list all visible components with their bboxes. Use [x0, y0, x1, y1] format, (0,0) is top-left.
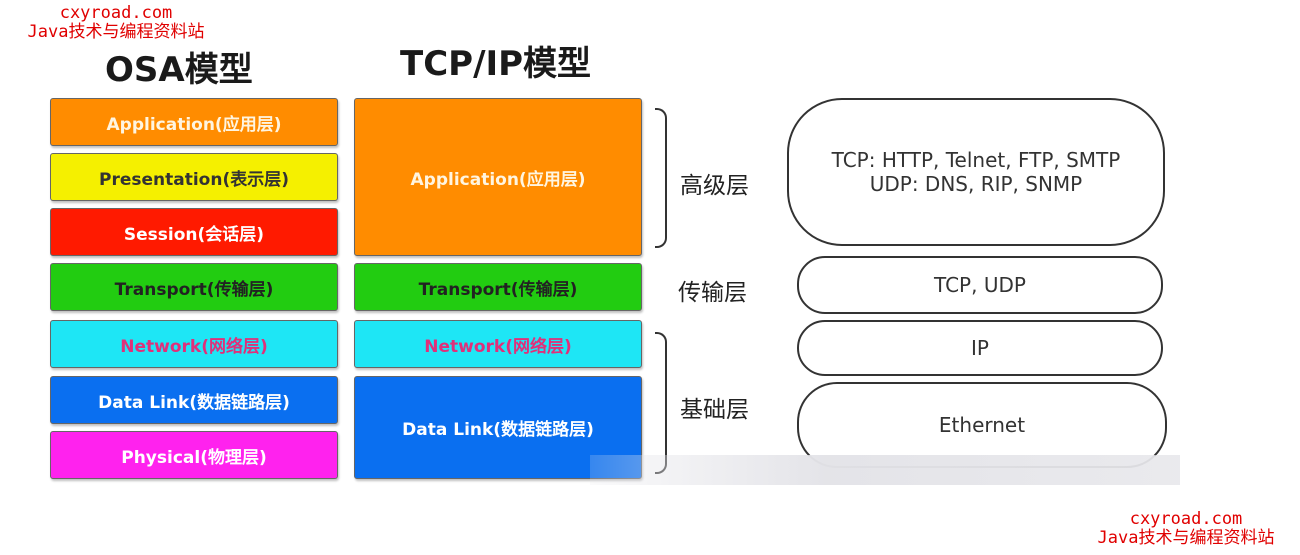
group-high-label: 高级层	[680, 173, 749, 199]
osi-layer-physical: Physical(物理层)	[50, 431, 338, 479]
brace-high	[655, 108, 667, 248]
watermark-bottom: cxyroad.com Java技术与编程资料站	[1072, 510, 1300, 548]
protocols-app-tcp: TCP: HTTP, Telnet, FTP, SMTP	[831, 148, 1121, 172]
osi-title: OSA模型	[105, 50, 253, 90]
watermark-site: cxyroad.com	[1129, 509, 1243, 529]
group-transport-label: 传输层	[678, 280, 747, 306]
tcpip-layer-transport: Transport(传输层)	[354, 263, 642, 311]
protocols-transport-text: TCP, UDP	[934, 273, 1026, 297]
tcpip-layer-datalink: Data Link(数据链路层)	[354, 376, 642, 479]
protocols-link-text: Ethernet	[938, 413, 1026, 437]
protocols-network-text: IP	[971, 336, 989, 360]
protocols-transport: TCP, UDP	[797, 256, 1163, 314]
protocols-network: IP	[797, 320, 1163, 376]
watermark-text: Java技术与编程资料站	[27, 22, 205, 42]
tcpip-layer-application: Application(应用层)	[354, 98, 642, 256]
osi-layer-session: Session(会话层)	[50, 208, 338, 256]
blurred-overlay	[590, 455, 1180, 485]
protocols-app-udp: UDP: DNS, RIP, SNMP	[869, 172, 1083, 196]
watermark-site: cxyroad.com	[59, 3, 173, 23]
watermark-text: Java技术与编程资料站	[1097, 528, 1275, 548]
tcpip-layer-network: Network(网络层)	[354, 320, 642, 368]
brace-base	[655, 332, 667, 474]
osi-layer-transport: Transport(传输层)	[50, 263, 338, 311]
protocols-application: TCP: HTTP, Telnet, FTP, SMTP UDP: DNS, R…	[787, 98, 1165, 246]
osi-layer-network: Network(网络层)	[50, 320, 338, 368]
tcpip-title: TCP/IP模型	[400, 44, 592, 84]
watermark-top: cxyroad.com Java技术与编程资料站	[2, 4, 230, 42]
osi-layer-application: Application(应用层)	[50, 98, 338, 146]
osi-layer-datalink: Data Link(数据链路层)	[50, 376, 338, 424]
osi-layer-presentation: Presentation(表示层)	[50, 153, 338, 201]
group-base-label: 基础层	[680, 397, 749, 423]
